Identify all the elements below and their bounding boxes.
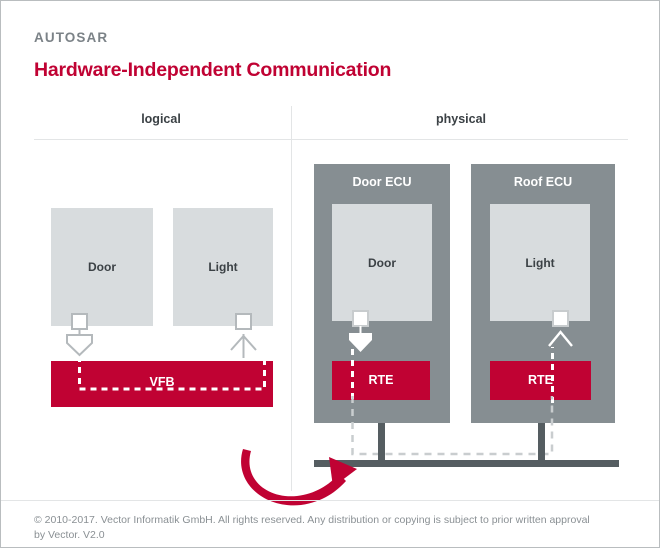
rte-bar-door-ecu: RTE	[332, 361, 430, 400]
ecu-roof-port-square	[552, 310, 569, 327]
ecu-door-port-square	[352, 310, 369, 327]
vfb-bar: VFB	[51, 361, 273, 407]
page-title: Hardware-Independent Communication	[34, 59, 392, 81]
column-header-physical: physical	[435, 112, 487, 126]
logical-component-door: Door	[51, 208, 153, 326]
logical-port-square-light	[235, 313, 252, 330]
bus-stub-door-ecu	[378, 423, 385, 463]
logical-port-square-door	[71, 313, 88, 330]
require-port-icon-light	[230, 334, 257, 358]
ecu-door-component-label: Door	[368, 256, 396, 270]
rte-bar-roof-ecu: RTE	[490, 361, 591, 400]
rte-label-roof-ecu: RTE	[528, 373, 553, 387]
communication-bus-line	[314, 460, 619, 467]
logical-component-door-label: Door	[88, 260, 116, 274]
footer-divider	[1, 500, 659, 501]
ecu-door-component: Door	[332, 204, 432, 321]
rte-connection-roof-ecu	[551, 347, 554, 403]
mapping-arrow-icon	[241, 449, 357, 506]
eyebrow-label: AUTOSAR	[34, 30, 109, 45]
provide-port-icon-door	[66, 329, 93, 357]
ecu-door-title: Door ECU	[352, 175, 412, 189]
rte-connection-door-ecu	[351, 349, 354, 403]
provide-port-icon-door-ecu	[349, 326, 372, 352]
copyright-text: © 2010-2017. Vector Informatik GmbH. All…	[34, 514, 590, 541]
logical-component-light-label: Light	[208, 260, 238, 274]
horizontal-divider	[34, 139, 628, 140]
ecu-roof-component: Light	[490, 204, 590, 321]
ecu-roof-component-label: Light	[525, 256, 555, 270]
bus-stub-roof-ecu	[538, 423, 545, 463]
require-port-icon-roof-ecu	[548, 330, 573, 347]
bus-virtual-connection	[351, 396, 554, 456]
ecu-roof-title: Roof ECU	[513, 175, 573, 189]
logical-component-light: Light	[173, 208, 273, 326]
column-header-logical: logical	[141, 112, 181, 126]
vfb-connection-lines	[78, 356, 266, 391]
rte-label-door-ecu: RTE	[368, 373, 394, 387]
vfb-label: VFB	[149, 375, 175, 389]
vertical-divider	[291, 106, 292, 491]
